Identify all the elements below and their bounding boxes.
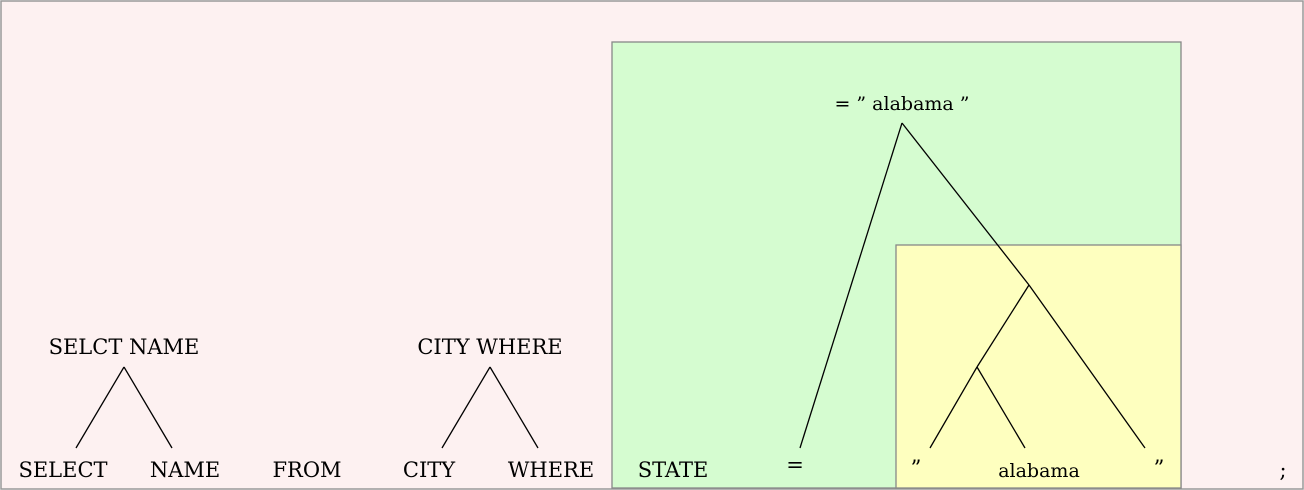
edge-select-name-to-select xyxy=(75,366,125,449)
token-row: SELECT NAME FROM CITY WHERE STATE = ” al… xyxy=(18,453,1286,482)
token-state: STATE xyxy=(638,458,709,482)
edge-city-where-to-city xyxy=(441,366,491,449)
node-select-name: SELCT NAME xyxy=(49,335,200,359)
token-from: FROM xyxy=(272,458,341,482)
edge-condition-to-quoted-string xyxy=(901,122,1030,286)
token-close-quote: ” xyxy=(1154,456,1165,480)
edge-condition-to-equals xyxy=(799,122,903,449)
edge-quote-alabama-to-open-quote xyxy=(929,366,978,449)
edge-city-where-to-where xyxy=(489,366,539,449)
token-semicolon: ; xyxy=(1279,458,1286,482)
token-name: NAME xyxy=(150,458,220,482)
token-alabama: alabama xyxy=(998,460,1080,482)
token-where: WHERE xyxy=(508,458,594,482)
string-literal-subtree-region xyxy=(895,244,1182,489)
edge-quote-alabama-to-alabama xyxy=(976,366,1026,449)
token-city: CITY xyxy=(403,458,456,482)
token-equals: = xyxy=(786,453,804,477)
node-city-where: CITY WHERE xyxy=(417,335,562,359)
edge-select-name-to-name xyxy=(123,366,173,449)
edge-quoted-string-to-quote-alabama xyxy=(976,284,1030,368)
node-condition: = ” alabama ” xyxy=(834,93,969,115)
edge-quoted-string-to-close-quote xyxy=(1028,284,1146,449)
tree-edges xyxy=(75,122,1146,449)
token-select: SELECT xyxy=(18,458,107,482)
token-open-quote: ” xyxy=(911,456,922,480)
